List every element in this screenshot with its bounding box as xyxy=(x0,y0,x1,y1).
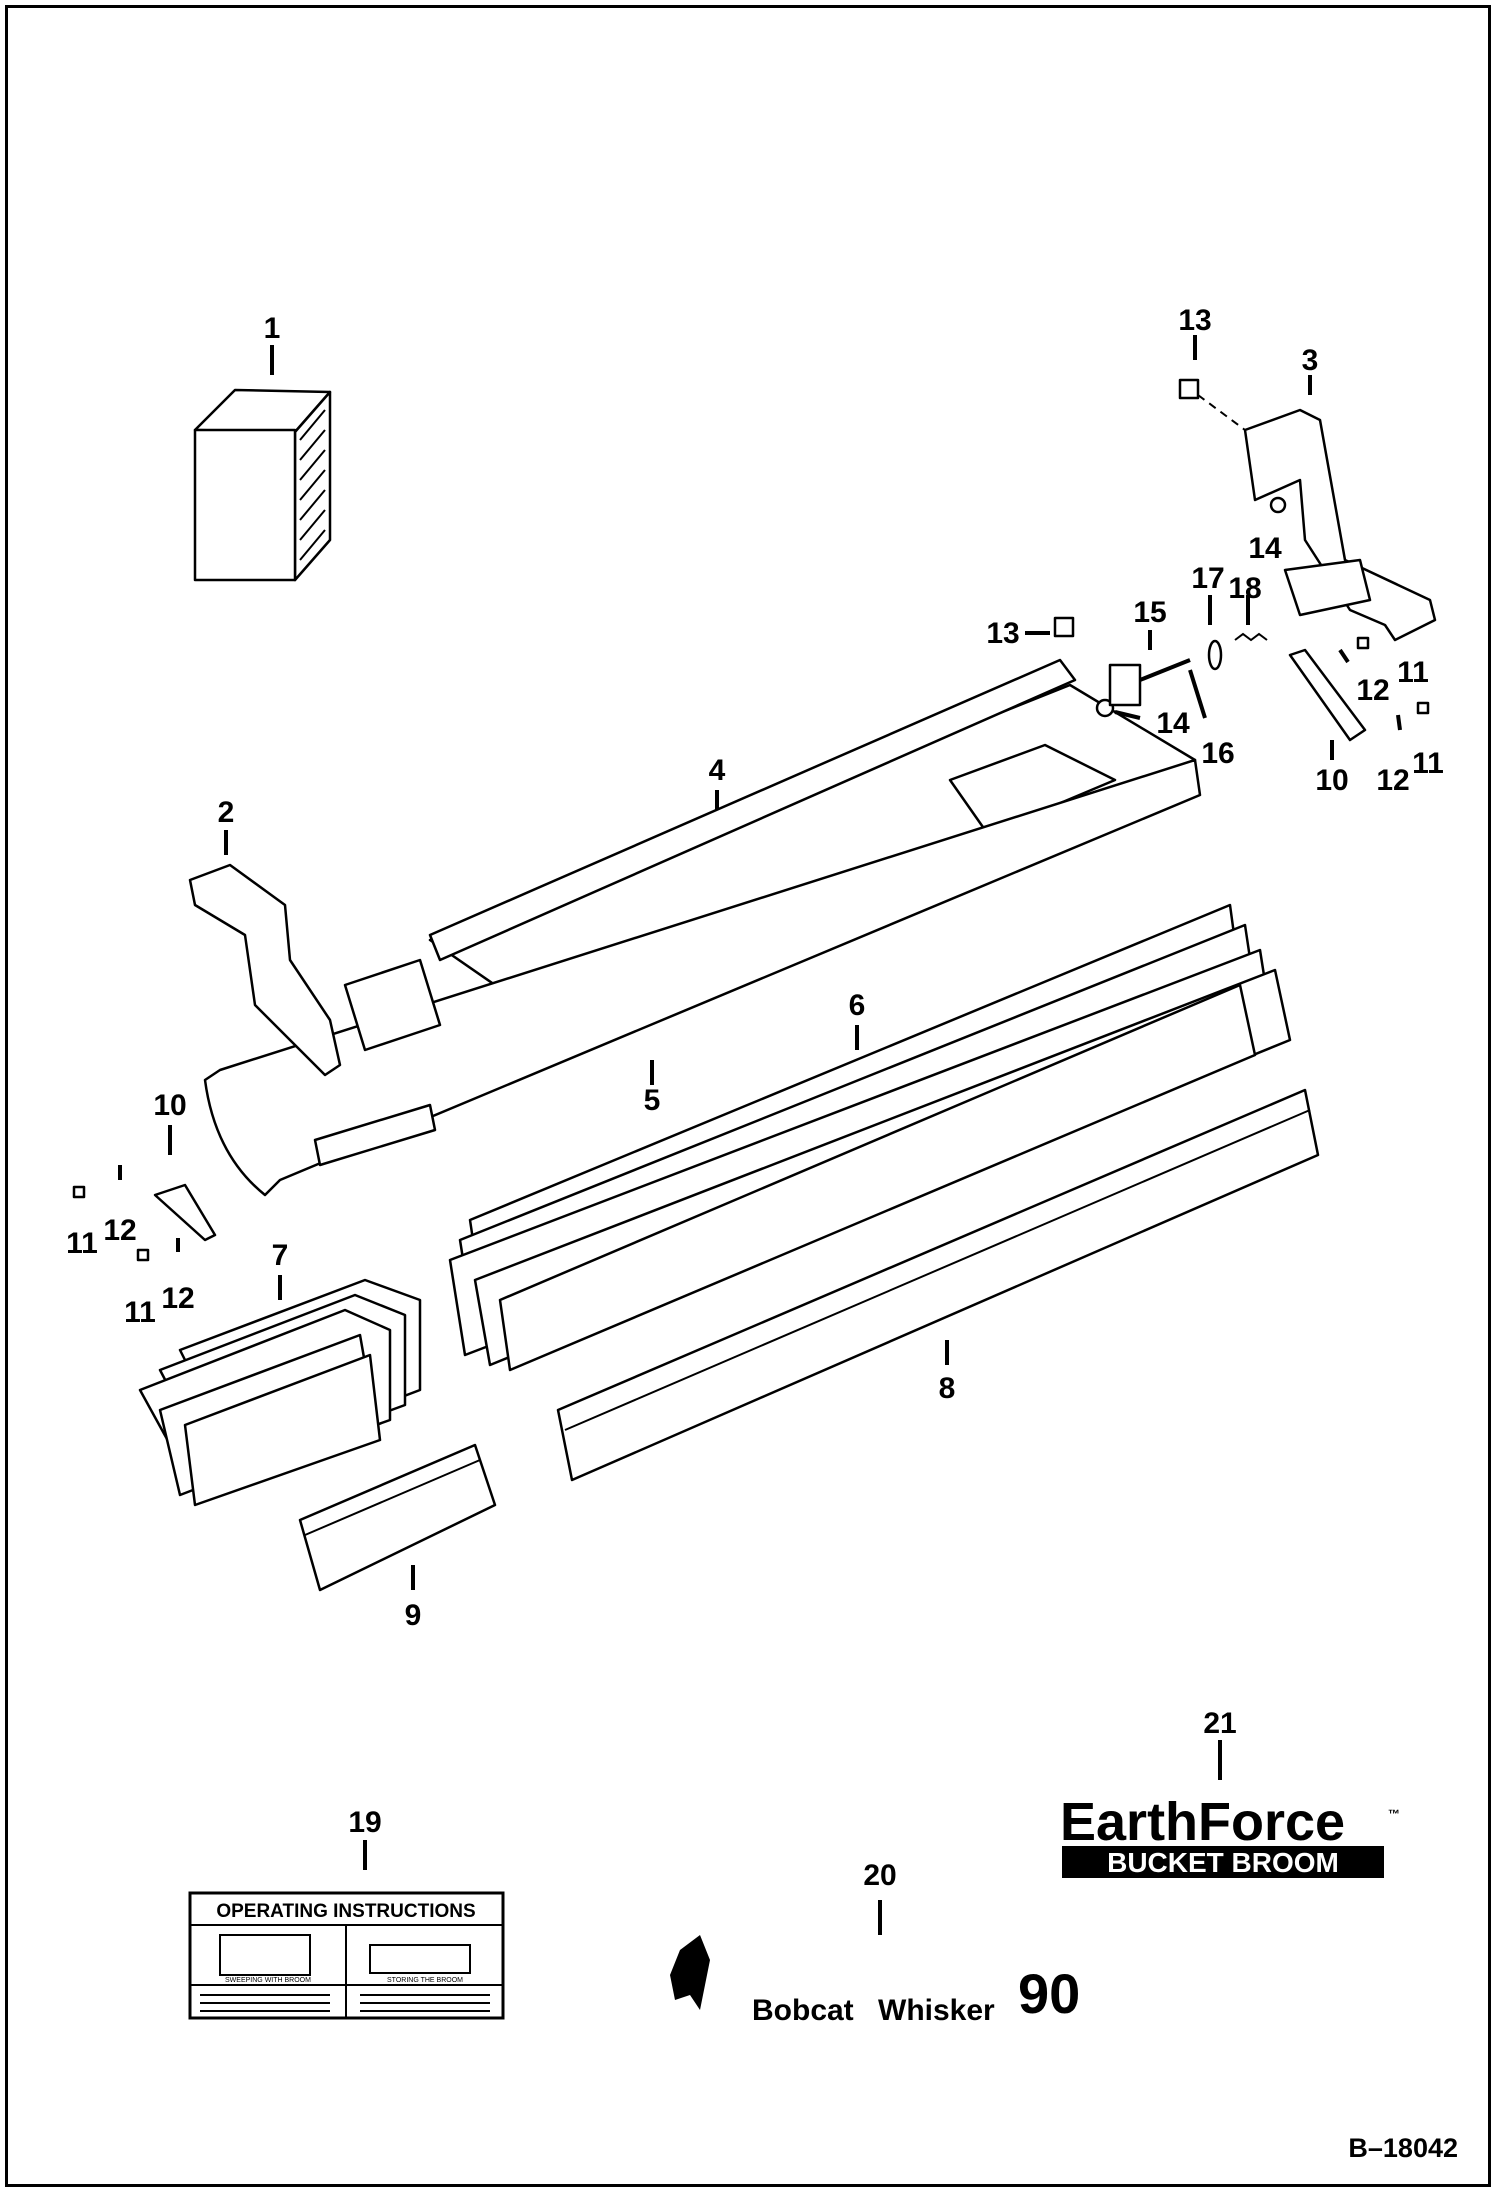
part-7-short-brushes xyxy=(138,1278,422,1507)
part-2-left-bracket xyxy=(188,863,442,1077)
bobcat-logo-icon xyxy=(670,1935,710,2010)
callout-1: 1 xyxy=(264,312,281,345)
part-10-endplate-right xyxy=(1288,648,1367,742)
callout-2: 2 xyxy=(218,796,235,829)
page-frame xyxy=(5,5,1491,2187)
part-6-brush-strips xyxy=(448,903,1292,1372)
decal-20-brand: Bobcat xyxy=(752,1994,854,2027)
part-3-right-bracket xyxy=(1243,408,1437,642)
part-1-bristle-box xyxy=(193,388,332,582)
hardware-11-12-right xyxy=(1338,636,1430,731)
part-14-nut-top xyxy=(1269,496,1287,514)
part-13-bolt-middle xyxy=(1053,616,1075,638)
callout-8: 8 xyxy=(939,1372,956,1405)
callout-13-top: 13 xyxy=(1178,304,1211,337)
document-id: B–18042 xyxy=(1348,2133,1458,2163)
part-20-model-decal: Bobcat Whisker 90 xyxy=(670,1935,1080,2027)
part-9-small-brush xyxy=(298,1443,497,1592)
decal-20-number: 90 xyxy=(1018,1962,1080,2025)
callout-12-c: 12 xyxy=(1356,674,1389,707)
callout-14-top: 14 xyxy=(1248,532,1282,565)
callout-12-d: 12 xyxy=(1376,764,1409,797)
callout-5: 5 xyxy=(644,1084,661,1117)
callout-12-b: 12 xyxy=(161,1282,194,1315)
part-8-long-brush xyxy=(556,1088,1320,1482)
callout-11-c: 11 xyxy=(1397,656,1429,689)
callout-19: 19 xyxy=(348,1806,381,1839)
callout-17: 17 xyxy=(1191,562,1224,595)
decal-21-line1: EarthForce xyxy=(1060,1792,1345,1852)
callout-16: 16 xyxy=(1201,737,1234,770)
decal-19-left-caption: SWEEPING WITH BROOM xyxy=(225,1977,311,1984)
callout-11-d: 11 xyxy=(1412,747,1444,780)
part-10-endplate-left xyxy=(153,1183,217,1242)
callout-12-a: 12 xyxy=(103,1214,136,1247)
decal-21-line2: BUCKET BROOM xyxy=(1107,1847,1339,1878)
callout-21: 21 xyxy=(1203,1707,1236,1740)
decal-20-model: Whisker xyxy=(878,1994,995,2027)
callout-15: 15 xyxy=(1133,596,1166,629)
part-5-bucket-pan xyxy=(203,758,1202,1197)
callout-11-a: 11 xyxy=(66,1227,98,1260)
part-15-pin xyxy=(1108,658,1191,707)
decal-19-title: OPERATING INSTRUCTIONS xyxy=(216,1901,475,1922)
callout-18: 18 xyxy=(1228,572,1261,605)
decal-21-tm: ™ xyxy=(1388,1807,1400,1821)
callout-14-middle: 14 xyxy=(1156,707,1190,740)
callout-6: 6 xyxy=(849,989,866,1022)
callout-10-left: 10 xyxy=(153,1089,186,1122)
part-18-spring xyxy=(1234,632,1268,642)
hardware-11-12-left xyxy=(72,1165,180,1262)
callout-10-right: 10 xyxy=(1315,764,1348,797)
part-16-cotter xyxy=(1188,669,1207,719)
callout-9: 9 xyxy=(405,1599,422,1632)
callout-11-b: 11 xyxy=(124,1296,156,1329)
part-19-operating-decal: OPERATING INSTRUCTIONS SWEEPING WITH BRO… xyxy=(188,1891,505,2020)
callout-4: 4 xyxy=(709,754,726,787)
callout-7: 7 xyxy=(272,1239,289,1272)
callout-labels: 1 2 3 4 5 6 7 8 9 10 10 11 11 11 11 12 1… xyxy=(66,304,1444,1892)
part-21-earthforce-decal: EarthForce ™ BUCKET BROOM xyxy=(1060,1792,1400,1878)
part-13-bolt-top xyxy=(1178,378,1246,431)
part-17-washer xyxy=(1207,639,1223,671)
callout-3: 3 xyxy=(1302,344,1319,377)
decal-19-right-caption: STORING THE BROOM xyxy=(387,1977,463,1984)
callout-13-middle: 13 xyxy=(986,617,1019,650)
callout-20: 20 xyxy=(863,1859,896,1892)
